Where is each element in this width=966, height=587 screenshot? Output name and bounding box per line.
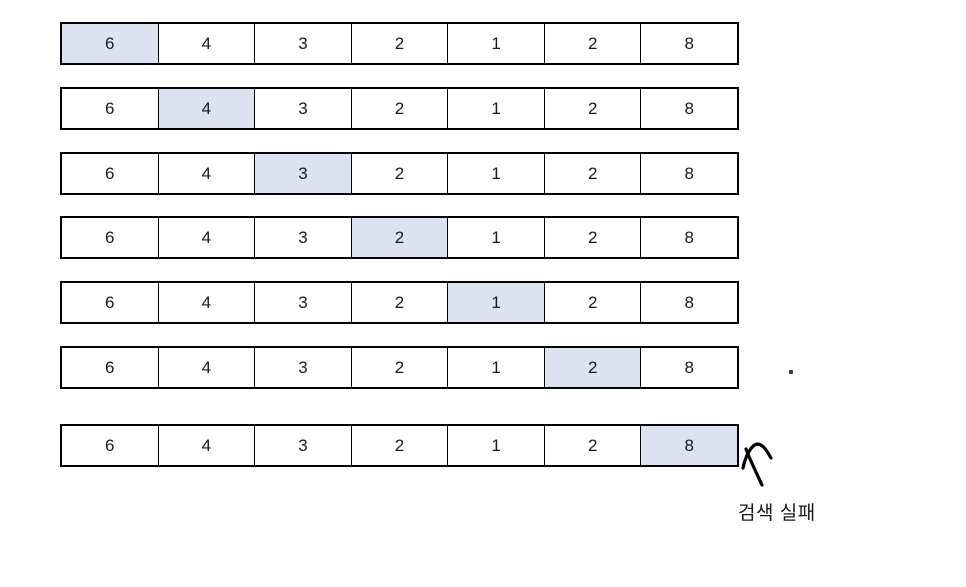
array-row: 6 4 3 2 1 2 8: [60, 424, 739, 467]
array-row: 6 4 3 2 1 2 8: [60, 152, 739, 195]
array-cell: 8: [641, 348, 738, 387]
array-cell: 1: [448, 426, 545, 465]
stray-dot-mark: [789, 370, 793, 374]
array-cell: 1: [448, 283, 545, 322]
array-cell: 4: [158, 24, 256, 63]
array-cell: 2: [544, 426, 642, 465]
array-row: 6 4 3 2 1 2 8: [60, 346, 739, 389]
array-cell: 2: [351, 218, 449, 257]
array-cell: 4: [158, 218, 256, 257]
hand-drawn-arrow-icon: [741, 442, 773, 487]
array-cell: 2: [544, 218, 642, 257]
array-cell: 8: [641, 24, 738, 63]
array-cell: 3: [255, 426, 352, 465]
array-cell: 6: [62, 24, 159, 63]
array-cell: 6: [62, 154, 159, 193]
array-cell: 2: [544, 89, 642, 128]
array-cell: 4: [158, 283, 256, 322]
array-cell: 2: [351, 89, 449, 128]
array-cell: 3: [255, 89, 352, 128]
array-cell: 2: [544, 283, 642, 322]
array-cell: 6: [62, 89, 159, 128]
array-row: 6 4 3 2 1 2 8: [60, 281, 739, 324]
array-cell: 3: [255, 283, 352, 322]
array-cell: 2: [544, 348, 642, 387]
array-cell: 8: [641, 218, 738, 257]
array-cell: 1: [448, 154, 545, 193]
array-cell: 6: [62, 283, 159, 322]
array-cell: 8: [641, 426, 738, 465]
array-row: 6 4 3 2 1 2 8: [60, 22, 739, 65]
search-failure-label: 검색 실패: [738, 503, 816, 524]
array-cell: 6: [62, 426, 159, 465]
array-cell: 8: [641, 89, 738, 128]
array-cell: 4: [158, 426, 256, 465]
array-cell: 6: [62, 218, 159, 257]
array-cell: 2: [351, 426, 449, 465]
array-cell: 2: [351, 348, 449, 387]
array-cell: 2: [351, 283, 449, 322]
array-cell: 3: [255, 348, 352, 387]
array-cell: 4: [158, 348, 256, 387]
array-cell: 3: [255, 24, 352, 63]
array-cell: 1: [448, 24, 545, 63]
array-cell: 1: [448, 218, 545, 257]
array-cell: 1: [448, 89, 545, 128]
array-cell: 4: [158, 89, 256, 128]
array-cell: 2: [544, 24, 642, 63]
array-cell: 1: [448, 348, 545, 387]
array-cell: 4: [158, 154, 256, 193]
array-cell: 6: [62, 348, 159, 387]
array-cell: 2: [351, 24, 449, 63]
array-cell: 2: [544, 154, 642, 193]
array-cell: 2: [351, 154, 449, 193]
array-cell: 3: [255, 218, 352, 257]
array-cell: 8: [641, 154, 738, 193]
array-cell: 3: [255, 154, 352, 193]
array-row: 6 4 3 2 1 2 8: [60, 216, 739, 259]
array-row: 6 4 3 2 1 2 8: [60, 87, 739, 130]
array-cell: 8: [641, 283, 738, 322]
